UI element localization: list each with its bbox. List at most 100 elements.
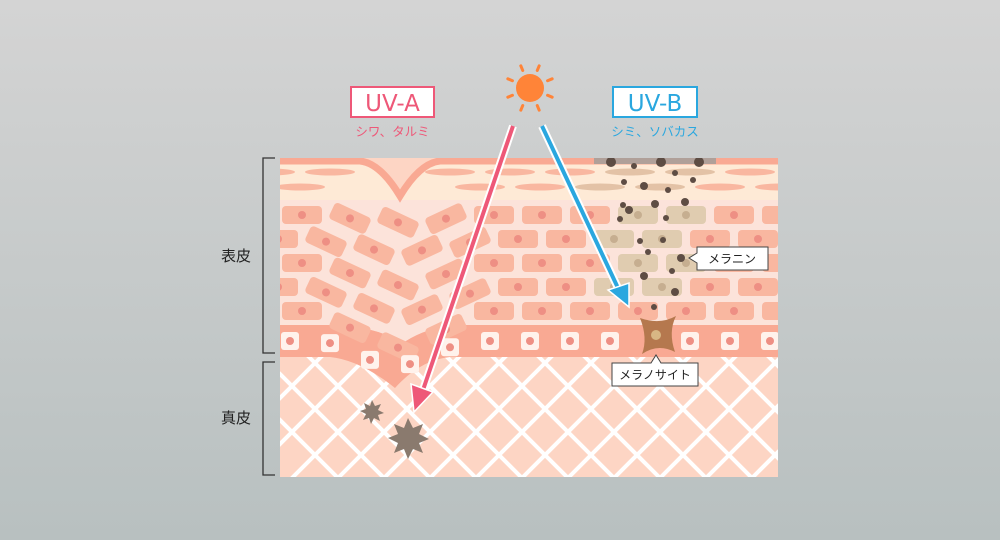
basal-nucleus [406,360,414,369]
cell-nucleus [658,283,666,291]
epidermal-cell [522,302,562,320]
sun-ray [535,104,541,112]
epidermal-cell [449,278,491,309]
epidermal-cell [474,302,514,320]
cell-nucleus [706,235,714,243]
cell-nucleus [280,283,282,291]
melanin-granule [645,249,651,255]
cell-nucleus [802,235,810,243]
cell-nucleus [682,211,690,219]
cell-nucleus [514,283,522,291]
epidermal-cell [474,254,514,272]
epidermal-cell [546,230,586,248]
epidermal-cell [353,293,395,324]
cell-nucleus [538,259,546,267]
cell-nucleus [610,235,618,243]
cell-nucleus [322,288,330,297]
pigmented-surface [594,158,716,164]
corneum-band [455,183,505,191]
fiber [750,338,778,369]
melanin-granule [663,215,669,221]
fiber [50,340,200,490]
dermis-label: 真皮 [221,409,251,427]
epidermal-cell [786,278,826,296]
melanocyte-callout [611,354,699,387]
cell-nucleus [442,214,450,223]
epidermal-cell [401,235,443,266]
cell-nucleus [346,269,354,277]
cell-nucleus [706,283,714,291]
epidermal-cell [666,302,706,320]
epidermal-cell [762,206,778,224]
uvb-badge [612,86,698,118]
cell-nucleus [298,259,306,267]
fiber [336,338,478,477]
cell-nucleus [538,307,546,315]
epidermal-cell [282,206,322,224]
fiber [428,338,570,477]
cell-nucleus [802,283,810,291]
basal-nucleus [686,337,694,345]
skin-surface [280,158,778,203]
epidermal-cell [498,230,538,248]
cell-nucleus [394,281,402,289]
cell-nucleus [586,307,594,315]
melanin-granule [631,163,637,169]
cell-nucleus [682,307,690,315]
melanin-granule [620,202,626,208]
epidermal-cell [280,230,298,248]
fiber [280,417,340,477]
basal-nucleus [566,337,574,345]
cell-nucleus [562,235,570,243]
cell-nucleus [586,259,594,267]
cell-nucleus [514,235,522,243]
cell-nucleus [754,283,762,291]
epidermal-cell [329,312,371,343]
cell-nucleus [298,211,306,219]
epidermal-cell [618,206,658,224]
cell-body [280,278,298,296]
epidermal-cell [786,230,826,248]
fiber [704,338,778,415]
fiber [382,338,524,477]
cell-nucleus [490,211,498,219]
cell-nucleus [634,259,642,267]
epidermal-cell [305,277,347,308]
epidermis-label: 表皮 [221,247,251,265]
corneum-band [695,183,745,191]
cell-nucleus [754,235,762,243]
basal-nucleus [766,337,774,345]
epidermal-cell [425,203,467,234]
epidermal-cell [762,302,786,320]
sun-ray [546,93,554,99]
basal-nucleus [526,337,534,345]
skin-cross-section [50,158,826,490]
melanin-granule [651,304,657,310]
basal-nucleus [606,337,614,345]
melanin-granule [651,200,659,208]
fiber [474,338,616,477]
sun-ray [506,77,514,83]
cell-nucleus [778,307,786,315]
epidermal-cell [425,258,467,290]
cell-nucleus [370,304,378,313]
epidermal-cell [714,302,754,320]
basal-cells [281,332,778,374]
corneum-band [305,168,355,176]
melanin-granule [665,187,671,193]
epidermal-cell [714,206,754,224]
cell-nucleus [346,214,354,223]
corneum-band [280,183,325,191]
melanin-granule [640,182,648,190]
cell-nucleus [730,307,738,315]
uva-arrow [410,124,517,414]
cell-nucleus [418,305,426,314]
corneum-band [605,168,655,176]
epidermal-cell [546,278,586,296]
melanin-granule [617,216,623,222]
melanin-granule [621,179,627,185]
epidermal-cell [401,294,443,325]
uvb-effect: シミ、ソバカス [611,124,699,139]
melanin-granule [690,177,696,183]
uva-effect: シワ、タルミ [355,124,429,139]
